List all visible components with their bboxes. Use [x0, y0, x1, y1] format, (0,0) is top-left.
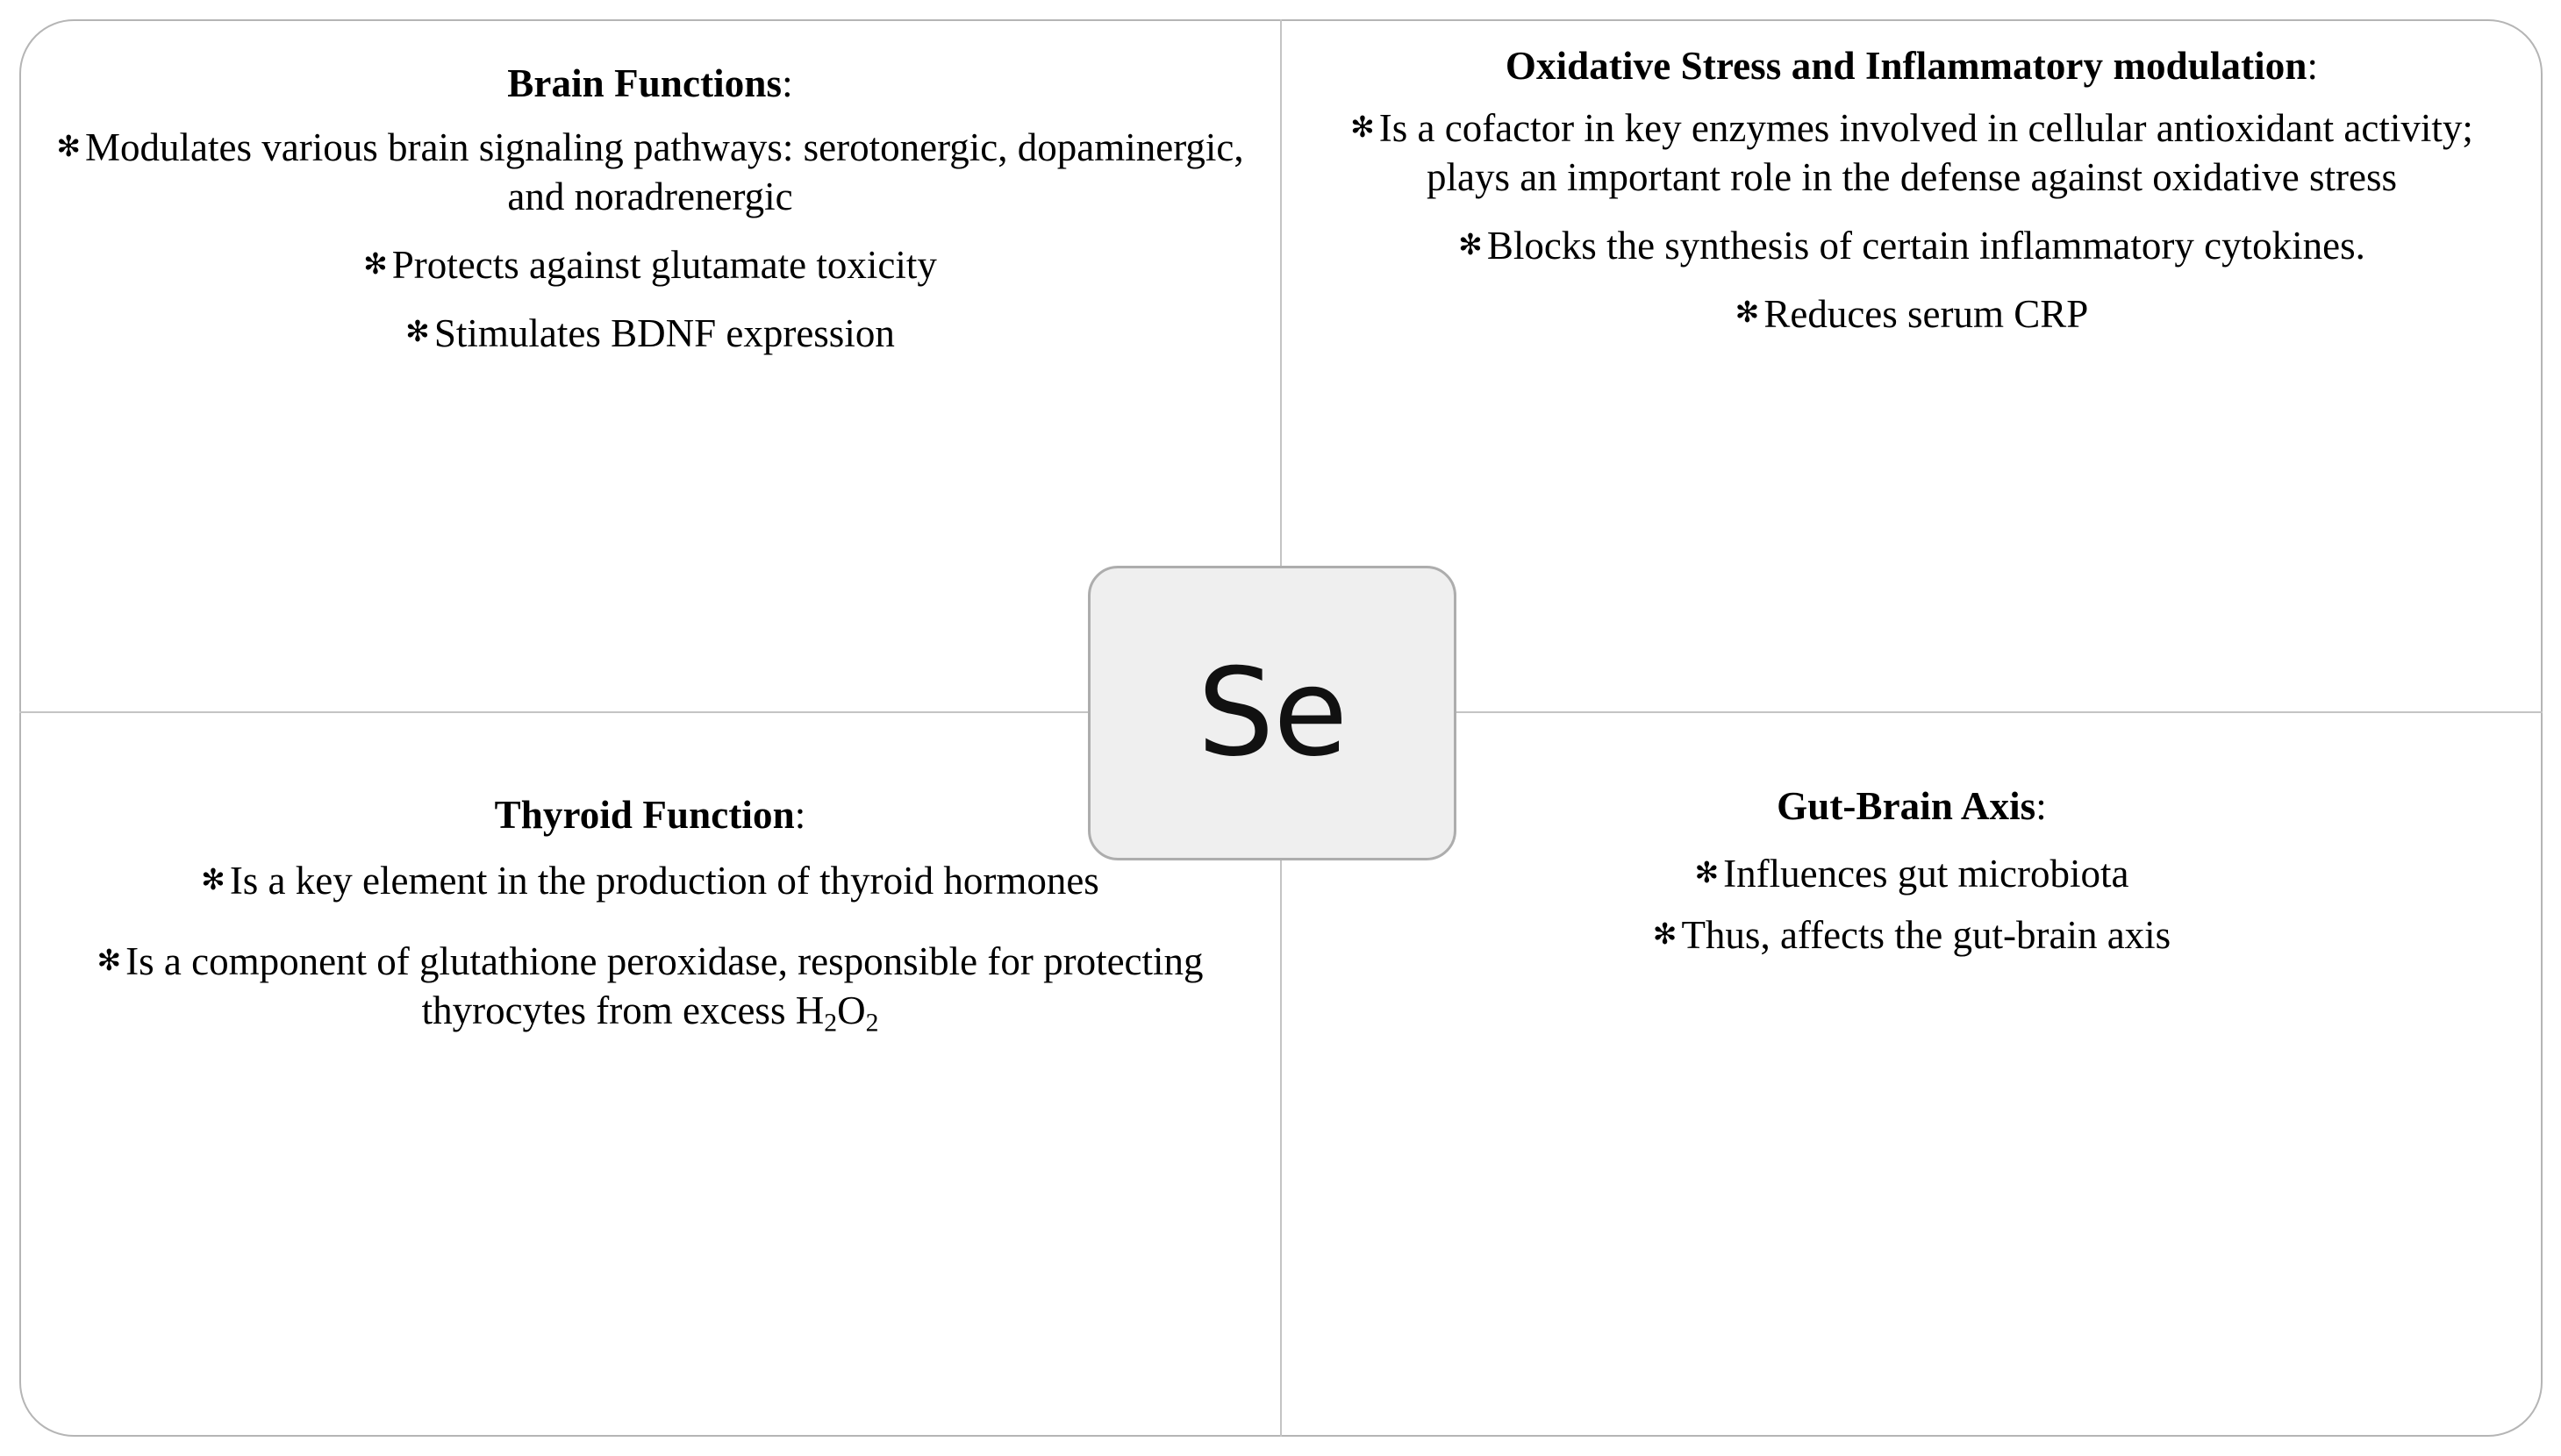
list-item-label: Modulates various brain signaling pathwa… [85, 125, 1244, 219]
list-item-label: Protects against glutamate toxicity [391, 242, 937, 287]
asterisk-bullet-icon: ✻ [405, 317, 430, 349]
subscript-2-second: 2 [865, 1009, 879, 1038]
list-item-label: Reduces serum CRP [1763, 291, 2089, 336]
asterisk-bullet-icon: ✻ [1652, 918, 1678, 951]
asterisk-bullet-icon: ✻ [56, 132, 82, 164]
bullet-list-gut-brain-axis: ✻Influences gut microbiota ✻Thus, affect… [1335, 850, 2488, 960]
quadrant-heading-thyroid-function: Thyroid Function: [56, 791, 1244, 839]
asterisk-bullet-icon: ✻ [1458, 229, 1483, 261]
asterisk-bullet-icon: ✻ [201, 865, 225, 897]
heading-text: Thyroid Function [494, 793, 795, 837]
bullet-list-brain-functions: ✻Modulates various brain signaling pathw… [56, 124, 1244, 358]
quadrant-heading-oxidative-stress: Oxidative Stress and Inflammatory modula… [1335, 42, 2488, 90]
heading-text: Brain Functions [507, 61, 783, 105]
quadrant-brain-functions: Brain Functions: ✻Modulates various brai… [21, 21, 1279, 710]
asterisk-bullet-icon: ✻ [1350, 112, 1375, 145]
list-item-label: Blocks the synthesis of certain inflamma… [1486, 223, 2365, 268]
list-item-label: Is a key element in the production of th… [229, 859, 1099, 903]
list-item: ✻Is a cofactor in key enzymes involved i… [1335, 104, 2488, 203]
quadrant-thyroid-function: Thyroid Function: ✻Is a key element in t… [21, 714, 1279, 1437]
list-item: ✻Stimulates BDNF expression [56, 310, 1244, 359]
asterisk-bullet-icon: ✻ [363, 248, 388, 281]
heading-colon: : [794, 793, 806, 837]
list-item-label: Thus, affects the gut-brain axis [1681, 913, 2171, 958]
asterisk-bullet-icon: ✻ [97, 945, 122, 977]
heading-colon: : [782, 61, 793, 105]
list-item-label: Is a component of glutathione peroxidase… [125, 939, 1204, 1032]
list-item: ✻Thus, affects the gut-brain axis [1335, 911, 2488, 960]
list-item: ✻Is a key element in the production of t… [56, 857, 1244, 906]
subscript-2-first: 2 [824, 1009, 838, 1038]
list-item: ✻Protects against glutamate toxicity [56, 241, 1244, 290]
center-element-box: Se [1088, 566, 1456, 860]
quadrant-heading-brain-functions: Brain Functions: [56, 60, 1244, 108]
quadrant-gut-brain-axis: Gut-Brain Axis: ✻Influences gut microbio… [1283, 714, 2541, 1437]
heading-colon: : [2307, 44, 2319, 88]
list-item: ✻Blocks the synthesis of certain inflamm… [1335, 222, 2488, 271]
heading-text: Oxidative Stress and Inflammatory modula… [1505, 44, 2307, 88]
list-item-label: Is a cofactor in key enzymes involved in… [1378, 106, 2473, 200]
heading-colon: : [2035, 784, 2047, 828]
bullet-list-thyroid-function: ✻Is a key element in the production of t… [56, 857, 1244, 1036]
list-item-h2o2: ✻Is a component of glutathione peroxidas… [56, 938, 1244, 1036]
list-item: ✻Modulates various brain signaling pathw… [56, 124, 1244, 222]
asterisk-bullet-icon: ✻ [1735, 297, 1760, 330]
list-item: ✻Reduces serum CRP [1335, 290, 2488, 339]
element-symbol-se: Se [1197, 642, 1348, 783]
list-item-label: Stimulates BDNF expression [433, 310, 895, 355]
asterisk-bullet-icon: ✻ [1694, 858, 1720, 890]
list-item-label: Influences gut microbiota [1723, 852, 2129, 896]
quadrant-oxidative-stress-inflammatory-modulation: Oxidative Stress and Inflammatory modula… [1283, 21, 2541, 710]
heading-text: Gut-Brain Axis [1777, 784, 2036, 828]
list-item: ✻Influences gut microbiota [1335, 850, 2488, 899]
quadrant-heading-gut-brain-axis: Gut-Brain Axis: [1335, 782, 2488, 831]
bullet-list-oxidative-stress: ✻Is a cofactor in key enzymes involved i… [1335, 104, 2488, 339]
oxygen-symbol: O [837, 988, 866, 1032]
